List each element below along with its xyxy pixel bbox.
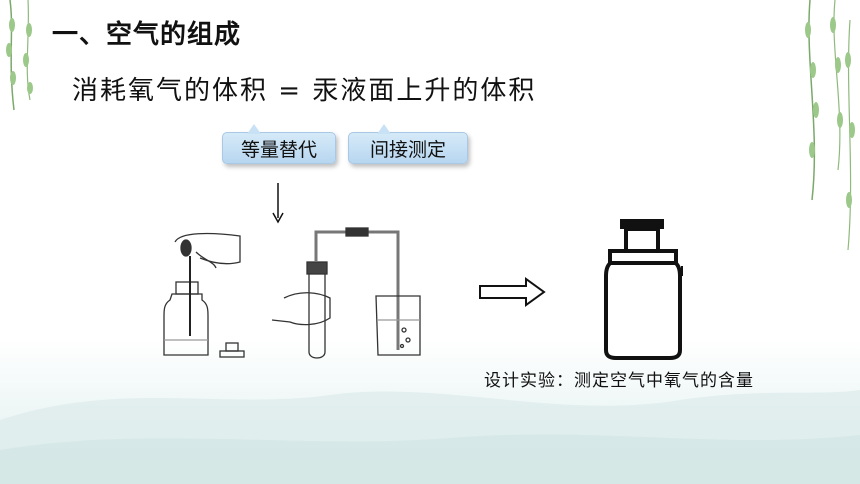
volume-equation: 消耗氧气的体积 = 汞液面上升的体积 — [72, 76, 537, 106]
willow-branch-right — [805, 0, 855, 251]
willow-branch-left — [6, 0, 33, 111]
right-arrow-icon — [479, 277, 546, 307]
down-arrow-icon — [272, 183, 284, 224]
bottle-stopper — [219, 342, 245, 358]
callout-equivalent-substitution: 等量替代 — [222, 124, 336, 164]
callout-tail — [247, 124, 261, 134]
reagent-bottle-with-dropper — [163, 232, 241, 356]
experiment-caption: 设计实验：测定空气中氧气的含量 — [484, 371, 754, 391]
callout-label: 等量替代 — [240, 138, 317, 161]
callout-label: 间接测定 — [369, 138, 446, 161]
empty-sealed-bottle — [604, 219, 683, 360]
callout-tail — [377, 124, 391, 134]
section-heading: 一、空气的组成 — [52, 20, 242, 50]
callout-indirect-measurement: 间接测定 — [348, 124, 468, 164]
test-tube-and-beaker — [271, 227, 421, 359]
